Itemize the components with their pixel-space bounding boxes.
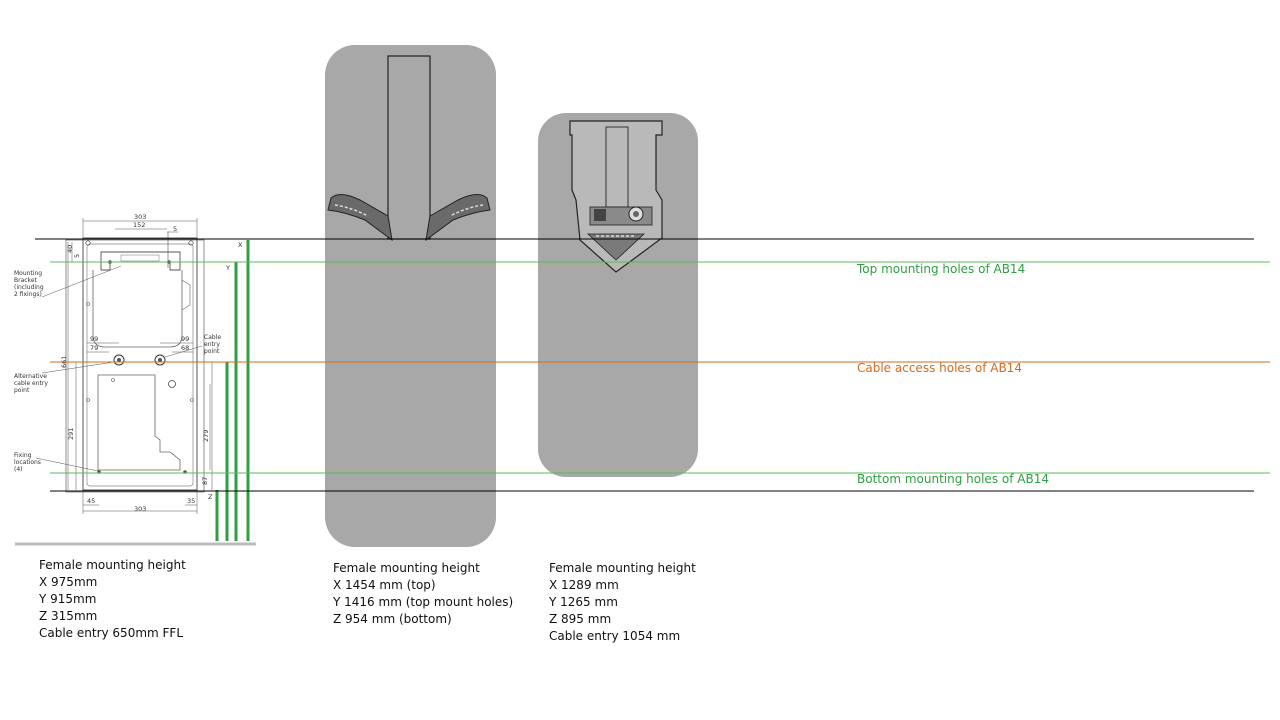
svg-text:Alternative: Alternative bbox=[14, 373, 47, 380]
caption-left-y: Y 915mm bbox=[39, 592, 97, 606]
dim-291: 291 bbox=[67, 428, 75, 440]
svg-text:Cable: Cable bbox=[204, 334, 221, 341]
callout-fixing-locations: Fixing locations (4) bbox=[14, 452, 99, 473]
letter-x: X bbox=[238, 241, 243, 249]
caption-right: Female mounting height X 1289 mm Y 1265 … bbox=[549, 560, 696, 645]
caption-right-z: Z 895 mm bbox=[549, 612, 612, 626]
callout-alt-cable-entry: Alternative cable entry point bbox=[14, 361, 115, 394]
dim-inner-width: 152 bbox=[133, 221, 145, 229]
label-cable-access-holes: Cable access holes of AB14 bbox=[857, 361, 1022, 375]
caption-middle: Female mounting height X 1454 mm (top) Y… bbox=[333, 560, 513, 628]
caption-right-x: X 1289 mm bbox=[549, 578, 619, 592]
svg-text:2 fixings): 2 fixings) bbox=[14, 291, 42, 298]
caption-right-title: Female mounting height bbox=[549, 561, 696, 575]
caption-left-x: X 975mm bbox=[39, 575, 98, 589]
dim-279: 279 bbox=[202, 430, 210, 442]
dim-40: 40 bbox=[66, 245, 74, 253]
svg-text:Mounting: Mounting bbox=[14, 270, 42, 277]
svg-text:locations: locations bbox=[14, 459, 41, 466]
dim-79: 79 bbox=[90, 344, 98, 352]
svg-text:Bracket: Bracket bbox=[14, 277, 38, 284]
label-top-mounting-holes: Top mounting holes of AB14 bbox=[856, 262, 1025, 276]
dim-offset-small: 5 bbox=[173, 225, 177, 233]
dim-width-bottom: 303 bbox=[134, 505, 146, 513]
svg-text:(including: (including bbox=[14, 284, 44, 291]
letter-y: Y bbox=[225, 264, 230, 272]
caption-left-z: Z 315mm bbox=[39, 609, 98, 623]
caption-right-cable: Cable entry 1054 mm bbox=[549, 629, 681, 643]
caption-left-title: Female mounting height bbox=[39, 558, 186, 572]
caption-middle-x: X 1454 mm (top) bbox=[333, 578, 436, 592]
dim-87: 87 bbox=[201, 477, 209, 485]
label-bottom-mounting-holes: Bottom mounting holes of AB14 bbox=[857, 472, 1049, 486]
caption-left-cable: Cable entry 650mm FFL bbox=[39, 626, 184, 640]
right-unit-panel bbox=[538, 113, 698, 477]
middle-unit-panel bbox=[325, 45, 496, 547]
letter-z: Z bbox=[208, 493, 213, 501]
caption-right-y: Y 1265 mm bbox=[549, 595, 618, 609]
caption-middle-y: Y 1416 mm (top mount holes) bbox=[333, 595, 514, 609]
svg-text:cable entry: cable entry bbox=[14, 380, 48, 387]
dim-35: 35 bbox=[187, 497, 195, 505]
svg-text:point: point bbox=[14, 387, 30, 394]
dim-99-right: 99 bbox=[181, 335, 189, 343]
dim-width-top: 303 bbox=[134, 213, 146, 221]
svg-text:Fixing: Fixing bbox=[14, 452, 32, 459]
caption-left: Female mounting height X 975mm Y 915mm Z… bbox=[39, 557, 186, 642]
dim-5: 5 bbox=[73, 254, 81, 258]
dim-68: 68 bbox=[181, 344, 189, 352]
dim-99-left: 99 bbox=[90, 335, 98, 343]
dim-45: 45 bbox=[87, 497, 95, 505]
svg-text:entry: entry bbox=[204, 341, 220, 348]
callout-mounting-bracket: Mounting Bracket (including 2 fixings) bbox=[14, 265, 122, 298]
svg-text:(4): (4) bbox=[14, 466, 23, 473]
callout-cable-entry: Cable entry point bbox=[164, 334, 221, 358]
caption-middle-title: Female mounting height bbox=[333, 561, 480, 575]
caption-middle-z: Z 954 mm (bottom) bbox=[333, 612, 452, 626]
svg-text:point: point bbox=[204, 348, 220, 355]
technical-drawing: 303 152 5 99 79 99 bbox=[14, 213, 256, 546]
